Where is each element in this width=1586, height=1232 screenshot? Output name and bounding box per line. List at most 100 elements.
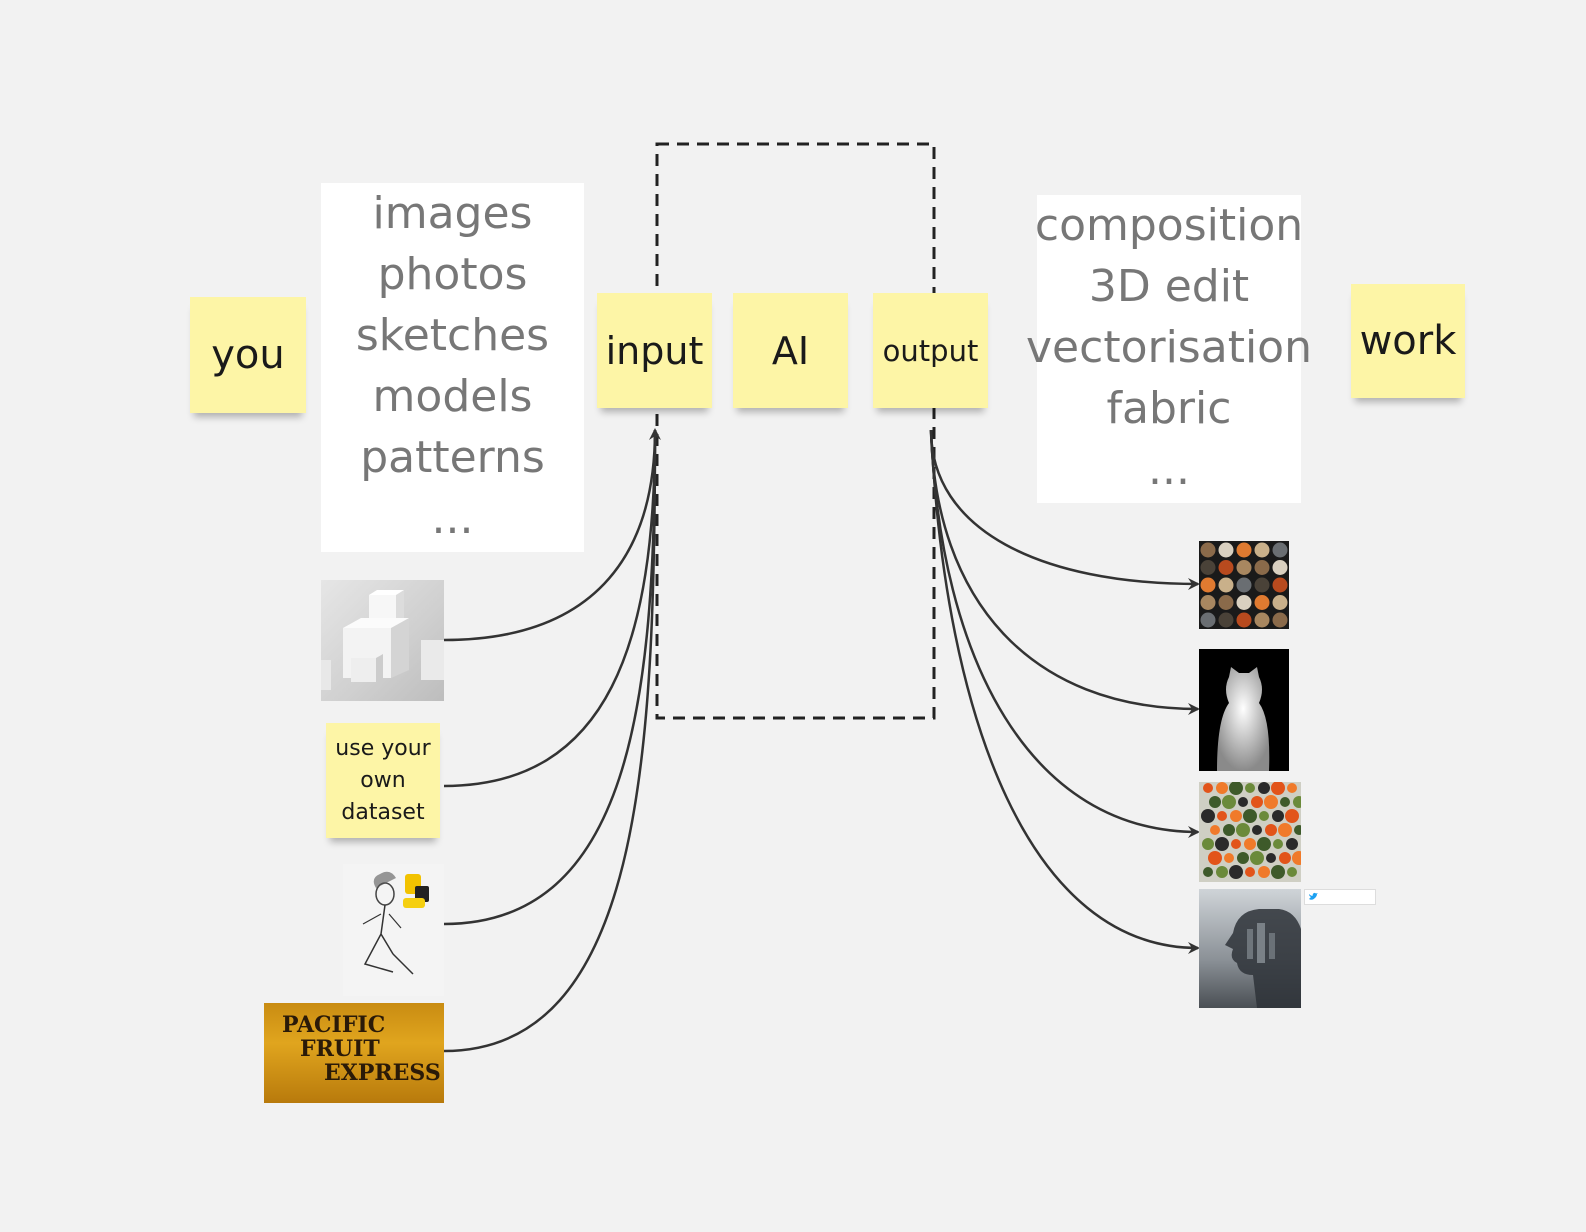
fabric-flower (1259, 811, 1269, 821)
fabric-flower (1203, 867, 1213, 877)
fabric-flower (1224, 853, 1234, 863)
sticky-work[interactable]: work (1351, 284, 1465, 398)
image-pacific-fruit-express[interactable]: PACIFIC FRUIT EXPRESS (264, 1003, 444, 1103)
material-sphere (1218, 595, 1234, 610)
material-sphere (1200, 577, 1216, 593)
material-sphere (1236, 560, 1252, 575)
fabric-flower (1250, 851, 1264, 865)
fabric-flower (1271, 865, 1285, 879)
sign-line-1: PACIFIC (282, 1012, 386, 1038)
fabric-flower (1222, 795, 1236, 809)
fabric-flower (1223, 824, 1235, 836)
material-sphere (1236, 595, 1252, 610)
fabric-flower (1265, 824, 1277, 836)
sticky-you[interactable]: you (190, 297, 306, 413)
sign-line-3: EXPRESS (324, 1060, 441, 1086)
output-type-item: fabric (1106, 383, 1232, 434)
fabric-flower (1244, 838, 1256, 850)
sticky-ai[interactable]: AI (733, 293, 848, 408)
fabric-flower (1287, 783, 1297, 793)
sticky-ai-label: AI (771, 328, 810, 373)
fabric-flower (1217, 811, 1227, 821)
fabric-flower (1245, 867, 1255, 877)
fabric-flower (1271, 782, 1285, 795)
fabric-flower (1286, 838, 1298, 850)
fabric-flower (1229, 782, 1243, 795)
material-sphere (1272, 595, 1288, 610)
twitter-bird-icon (1309, 892, 1318, 900)
material-sphere (1236, 577, 1252, 593)
sticky-input-label: input (605, 328, 704, 373)
fabric-pattern (1201, 782, 1301, 879)
portrait-graphic (1225, 909, 1301, 1008)
fabric-flower (1251, 796, 1263, 808)
image-floral-fabric[interactable] (1199, 782, 1301, 882)
sticky-input[interactable]: input (597, 293, 712, 408)
sticky-dataset[interactable]: use your own dataset (326, 723, 440, 838)
input-type-item: sketches (355, 310, 550, 361)
cubes-graphic (321, 590, 444, 690)
material-sphere (1254, 612, 1270, 628)
spheres-grid (1200, 542, 1288, 628)
fabric-flower (1279, 852, 1291, 864)
dataset-line: own (360, 767, 406, 793)
output-type-item: composition (1034, 200, 1304, 251)
input-types-list[interactable]: images photos sketches models patterns .… (321, 183, 584, 552)
material-sphere (1236, 542, 1252, 558)
material-sphere (1254, 560, 1270, 575)
fabric-flower (1216, 782, 1228, 794)
fabric-flower (1209, 796, 1221, 808)
fabric-flower (1202, 838, 1214, 850)
fabric-flower (1294, 825, 1301, 835)
sticky-you-label: you (211, 332, 285, 378)
fabric-flower (1210, 825, 1220, 835)
fabric-flower (1272, 810, 1284, 822)
fabric-flower (1287, 867, 1297, 877)
fabric-flower (1208, 851, 1222, 865)
fabric-flower (1238, 797, 1248, 807)
fabric-flower (1258, 782, 1270, 794)
ai-process-frame (655, 142, 936, 720)
tweet-card[interactable] (1304, 889, 1376, 905)
fabric-flower (1229, 865, 1243, 879)
output-type-item: 3D edit (1088, 261, 1250, 312)
material-sphere (1218, 542, 1234, 558)
fabric-flower (1201, 809, 1215, 823)
sticky-output-label: output (882, 333, 979, 368)
sticky-output[interactable]: output (873, 293, 988, 408)
image-material-spheres[interactable] (1199, 541, 1289, 629)
input-type-item: photos (377, 249, 528, 300)
fabric-flower (1293, 796, 1301, 808)
material-sphere (1218, 577, 1234, 593)
fabric-flower (1266, 853, 1276, 863)
image-white-cubes[interactable] (321, 580, 444, 701)
fabric-flower (1257, 837, 1271, 851)
material-sphere (1254, 577, 1270, 593)
fabric-flower (1237, 852, 1249, 864)
fabric-flower (1231, 839, 1241, 849)
fabric-flower (1236, 823, 1250, 837)
material-sphere (1218, 560, 1234, 575)
fabric-flower (1245, 783, 1255, 793)
material-sphere (1200, 542, 1216, 558)
material-sphere (1254, 595, 1270, 610)
depth-map-graphic (1217, 667, 1270, 771)
output-types-list[interactable]: composition 3D edit vectorisation fabric… (1026, 195, 1312, 503)
image-fashion-sketch[interactable] (343, 864, 444, 996)
material-sphere (1200, 560, 1216, 575)
fabric-flower (1273, 839, 1283, 849)
material-sphere (1272, 560, 1288, 575)
image-depth-map[interactable] (1199, 649, 1289, 771)
image-double-exposure[interactable] (1199, 889, 1301, 1008)
fabric-flower (1216, 866, 1228, 878)
fabric-flower (1203, 783, 1213, 793)
input-type-item: models (372, 371, 533, 422)
dataset-line: dataset (341, 799, 425, 825)
input-type-item: images (372, 188, 533, 239)
sign-line-2: FRUIT (300, 1036, 380, 1062)
material-sphere (1272, 612, 1288, 628)
material-sphere (1254, 542, 1270, 558)
input-type-item: ... (431, 493, 474, 544)
